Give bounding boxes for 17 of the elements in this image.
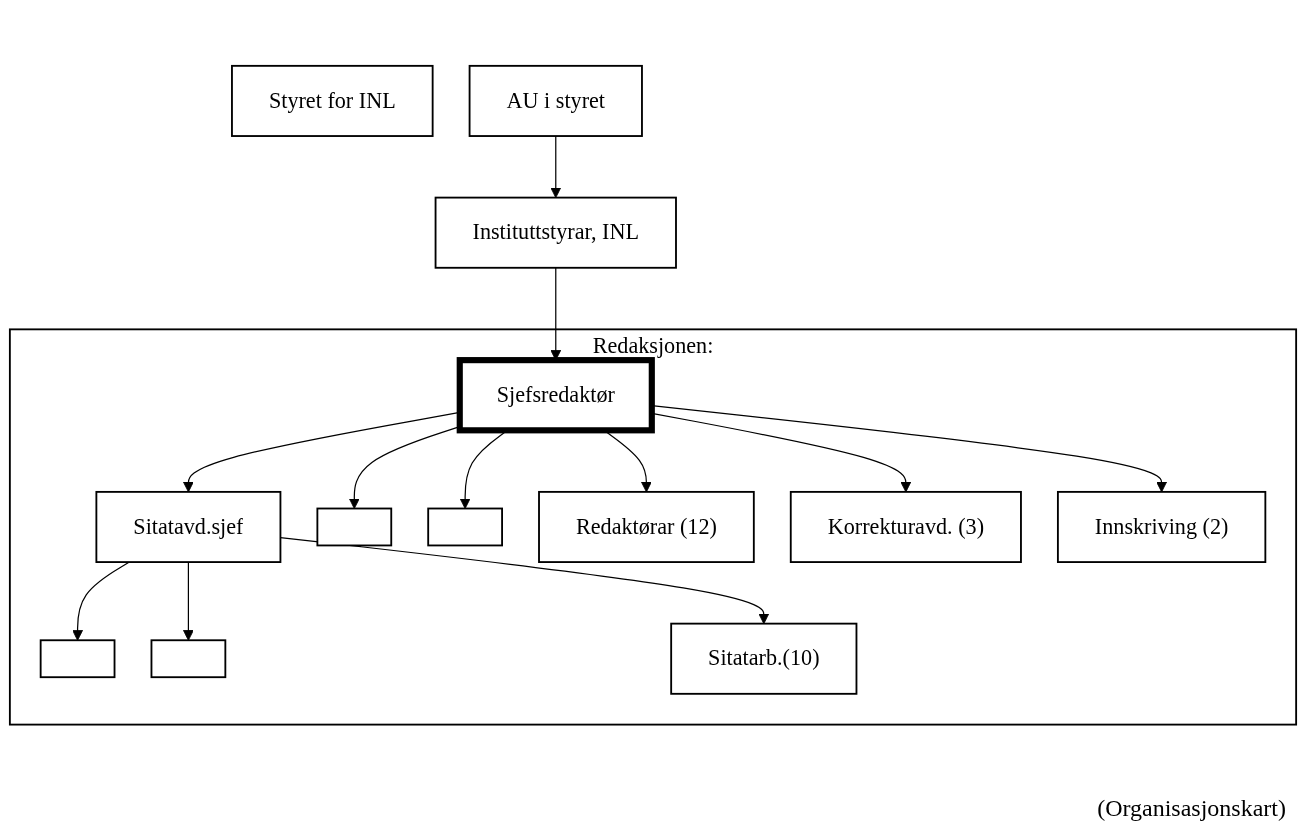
node-box xyxy=(39,639,116,679)
arrow xyxy=(550,135,562,199)
arrow xyxy=(183,561,194,641)
node-box xyxy=(316,507,393,547)
node-box: Redaktørar (12) xyxy=(538,491,755,564)
node-box: Sjefsredaktør xyxy=(456,357,655,434)
node-box xyxy=(150,639,227,679)
node-box xyxy=(427,507,503,547)
node-box: Sitatavd.sjef xyxy=(95,491,282,564)
node-box: Instituttstyrar, INL xyxy=(434,196,677,269)
node-box: AU i styret xyxy=(468,65,643,138)
node-box: Korrekturavd. (3) xyxy=(789,491,1022,564)
caption: (Organisasjonskart) xyxy=(1097,795,1286,822)
node-box: Innskriving (2) xyxy=(1056,491,1267,564)
node-box: Styret for INL xyxy=(231,65,434,138)
arrow xyxy=(72,561,130,641)
node-box: Sitatarb.(10) xyxy=(670,622,858,695)
